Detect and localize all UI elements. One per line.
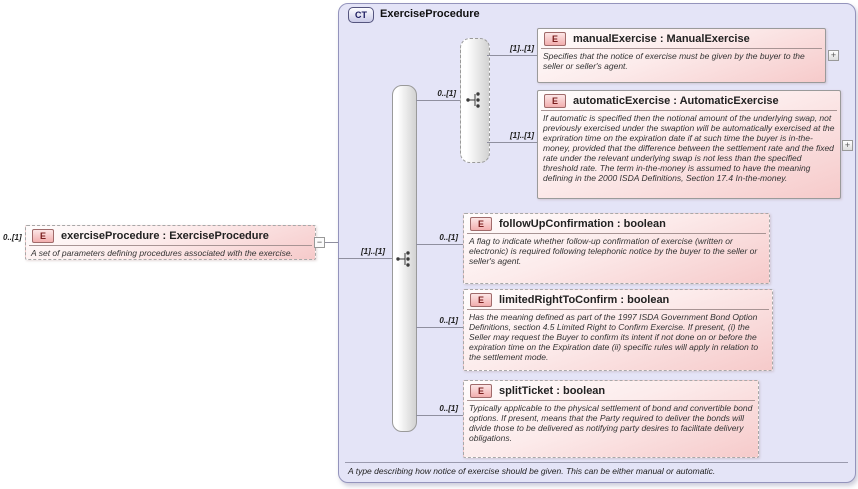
divider — [467, 233, 766, 234]
element-limitedRightToConfirm[interactable]: E limitedRightToConfirm : boolean Has th… — [463, 289, 773, 371]
divider — [345, 462, 848, 463]
element-name: splitTicket : boolean — [499, 384, 606, 397]
element-icon: E — [470, 292, 492, 307]
element-header: E manualExercise : ManualExercise — [538, 29, 825, 48]
element-name: manualExercise : ManualExercise — [573, 32, 750, 45]
cardinality-label: 0..[1] — [3, 233, 22, 242]
element-name: limitedRightToConfirm : boolean — [499, 293, 670, 306]
element-annotation: If automatic is specified then the notio… — [543, 113, 835, 183]
expand-button[interactable]: + — [842, 140, 853, 151]
connector-line — [487, 142, 537, 143]
element-splitTicket[interactable]: E splitTicket : boolean Typically applic… — [463, 380, 759, 458]
connector-line — [416, 100, 460, 101]
cardinality-label: [1]..[1] — [510, 131, 534, 140]
element-followUpConfirmation[interactable]: E followUpConfirmation : boolean A flag … — [463, 213, 770, 284]
element-icon: E — [470, 216, 492, 231]
expand-button[interactable]: + — [828, 50, 839, 61]
choice-icon — [465, 91, 483, 114]
element-annotation: Typically applicable to the physical set… — [469, 403, 753, 443]
element-header: E splitTicket : boolean — [464, 381, 758, 400]
connector-line — [416, 244, 463, 245]
connector-line — [338, 258, 392, 259]
element-icon: E — [544, 93, 566, 108]
element-header: E limitedRightToConfirm : boolean — [464, 290, 772, 309]
collapse-button[interactable]: − — [314, 237, 325, 248]
divider — [467, 400, 755, 401]
cardinality-label: 0..[1] — [439, 316, 458, 325]
element-header: E followUpConfirmation : boolean — [464, 214, 769, 233]
element-name: automaticExercise : AutomaticExercise — [573, 94, 779, 107]
element-name: exerciseProcedure : ExerciseProcedure — [61, 229, 269, 242]
element-exerciseProcedure[interactable]: E exerciseProcedure : ExerciseProcedure … — [25, 225, 316, 260]
divider — [467, 309, 769, 310]
connector-line — [487, 55, 537, 56]
connector-line — [314, 242, 338, 243]
element-annotation: A set of parameters defining procedures … — [31, 248, 293, 258]
cardinality-label: 0..[1] — [439, 233, 458, 242]
complextype-icon: CT — [348, 7, 374, 23]
element-icon: E — [544, 31, 566, 46]
connector-line — [416, 327, 463, 328]
divider — [541, 110, 837, 111]
element-automaticExercise[interactable]: E automaticExercise : AutomaticExercise … — [537, 90, 841, 199]
divider — [541, 48, 822, 49]
divider — [29, 245, 312, 246]
complextype-annotation: A type describing how notice of exercise… — [348, 466, 716, 476]
element-manualExercise[interactable]: E manualExercise : ManualExercise Specif… — [537, 28, 826, 83]
cardinality-label: 0..[1] — [439, 404, 458, 413]
element-annotation: Has the meaning defined as part of the 1… — [469, 312, 759, 362]
element-annotation: A flag to indicate whether follow-up con… — [469, 236, 758, 266]
cardinality-label: [1]..[1] — [510, 44, 534, 53]
element-name: followUpConfirmation : boolean — [499, 217, 666, 230]
element-annotation: Specifies that the notice of exercise mu… — [543, 51, 805, 71]
element-icon: E — [32, 228, 54, 243]
sequence-icon — [395, 250, 413, 273]
element-header: E exerciseProcedure : ExerciseProcedure — [26, 226, 315, 245]
complextype-title: ExerciseProcedure — [380, 8, 480, 20]
cardinality-label: [1]..[1] — [361, 247, 385, 256]
cardinality-label: 0..[1] — [437, 89, 456, 98]
connector-line — [416, 415, 463, 416]
element-icon: E — [470, 383, 492, 398]
element-header: E automaticExercise : AutomaticExercise — [538, 91, 840, 110]
